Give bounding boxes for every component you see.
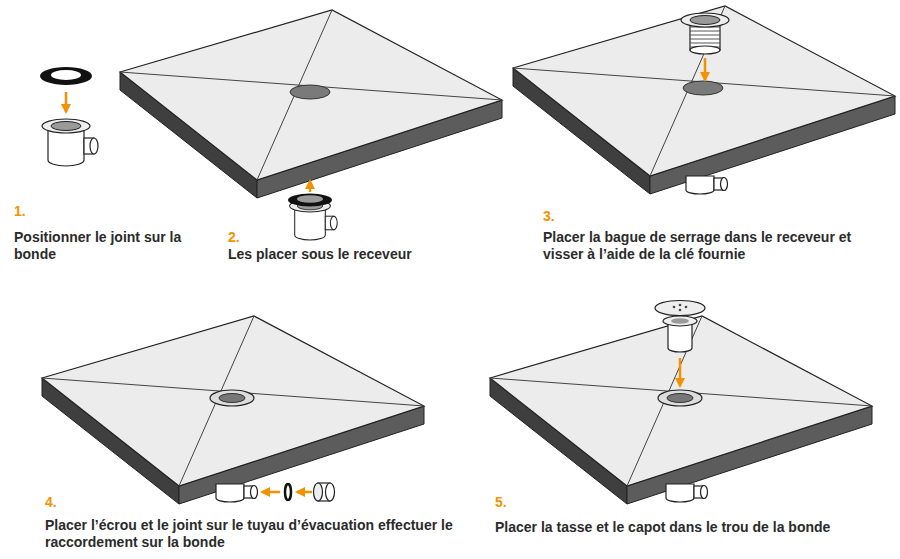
step-number: 2. [228, 229, 288, 246]
shower-tray [513, 6, 895, 194]
shower-tray [42, 316, 424, 504]
step-number: 4. [45, 494, 105, 511]
arrow [679, 358, 682, 386]
shower-tray [490, 316, 872, 504]
step-instruction: Placer la tasse et le capot dans le trou… [495, 519, 893, 536]
gasket [288, 194, 332, 207]
nut [314, 483, 335, 501]
arrow [309, 181, 312, 192]
drain-hole [683, 81, 723, 95]
arrow [65, 92, 68, 112]
arrow [704, 58, 707, 80]
arrow [297, 491, 312, 494]
drain-body [216, 484, 258, 502]
drain-ring [658, 390, 702, 406]
drain-body [686, 176, 728, 194]
step-instruction: Placer l’écrou et le joint sur le tuyau … [45, 517, 455, 551]
arrow [262, 491, 280, 494]
step-instruction: Placer la bague de serrage dans le recev… [543, 229, 888, 263]
drain-body [666, 484, 708, 502]
step-instruction: Positionner le joint sur la bonde [14, 229, 184, 263]
step-number: 5. [495, 494, 555, 511]
seal [285, 484, 291, 500]
step-number: 3. [543, 208, 603, 225]
drain-body [42, 119, 98, 166]
step-number: 1. [14, 203, 74, 220]
clamping-ring [681, 13, 729, 54]
shower-tray [120, 10, 502, 198]
drain-hole [290, 85, 330, 99]
step-instruction: Les placer sous le receveur [228, 246, 488, 263]
gasket [40, 67, 92, 85]
cup-and-cover [655, 301, 705, 353]
drain-ring [210, 390, 254, 406]
